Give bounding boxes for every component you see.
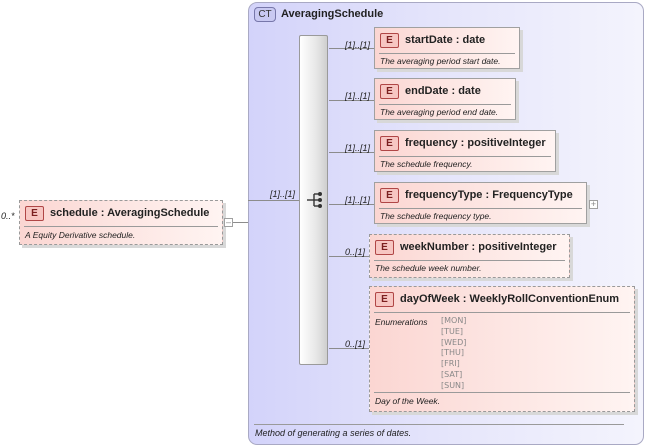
element-separator [374, 260, 565, 261]
complex-type-doc-separator [254, 424, 624, 425]
connector-line [329, 152, 374, 153]
element-type: positiveInteger [467, 137, 546, 149]
element-type-separator: : [451, 85, 456, 97]
element-doc: Day of the Week. [375, 396, 441, 406]
element-separator [379, 156, 551, 157]
element-separator [24, 226, 218, 227]
element-doc: A Equity Derivative schedule. [25, 230, 136, 240]
element-type: AveragingSchedule [107, 207, 210, 219]
element-separator [374, 392, 630, 393]
element-label: schedule : AveragingSchedule [50, 206, 209, 220]
element-name: weekNumber [400, 241, 469, 253]
element-doc: The schedule week number. [375, 263, 482, 273]
connector-line [329, 204, 374, 205]
element-badge: E [380, 136, 399, 151]
child-cardinality: [1]..[1] [345, 143, 371, 153]
element-type-separator: : [485, 189, 490, 201]
element-frequency[interactable]: E frequency : positiveInteger The schedu… [374, 130, 556, 172]
element-badge: E [375, 240, 394, 255]
schedule-cardinality: 0..* [1, 211, 15, 221]
minus-box-icon[interactable]: – [224, 217, 233, 227]
enumeration-value: [SUN] [441, 380, 465, 390]
element-badge: E [25, 206, 44, 221]
enumeration-value: [WED] [441, 337, 467, 347]
enumeration-value: [MON] [441, 316, 467, 325]
enumeration-value: [TUE] [441, 326, 464, 336]
element-badge: E [380, 84, 399, 99]
element-name: frequency [405, 137, 458, 149]
enumerations-label: Enumerations [375, 317, 428, 327]
child-cardinality: [1]..[1] [345, 195, 371, 205]
element-name: startDate [405, 34, 453, 46]
element-type: date [458, 85, 481, 97]
element-doc: The averaging period end date. [380, 107, 499, 117]
element-enddate[interactable]: E endDate : date The averaging period en… [374, 78, 516, 120]
enumerations-list: [MON] [TUE] [WED] [THU] [FRI] [SAT] [SUN… [441, 316, 466, 392]
sequence-cardinality: [1]..[1] [270, 189, 296, 199]
element-doc: The schedule frequency. [380, 159, 473, 169]
element-badge: E [380, 33, 399, 48]
element-type-separator: : [471, 241, 476, 253]
enumeration-value: [SAT] [441, 369, 463, 379]
element-separator [379, 53, 515, 54]
connector-line [329, 256, 369, 257]
element-separator [379, 208, 582, 209]
element-type-separator: : [455, 34, 460, 46]
enumeration-value: [THU] [441, 348, 464, 358]
connector-line [233, 222, 248, 223]
connector-line [329, 48, 374, 49]
element-label: weekNumber : positiveInteger [400, 240, 557, 254]
element-type-separator: : [460, 137, 465, 149]
connector-line [329, 100, 374, 101]
element-label: startDate : date [405, 33, 485, 47]
element-label: endDate : date [405, 84, 481, 98]
element-frequencytype[interactable]: E frequencyType : FrequencyType The sche… [374, 182, 587, 224]
element-name: schedule [50, 207, 98, 219]
element-name: frequencyType [405, 189, 483, 201]
element-name: dayOfWeek [400, 293, 460, 305]
element-label: dayOfWeek : WeeklyRollConventionEnum [400, 292, 619, 306]
element-type: date [462, 34, 486, 46]
element-schedule[interactable]: E schedule : AveragingSchedule A Equity … [19, 200, 223, 245]
element-weeknumber[interactable]: E weekNumber : positiveInteger The sched… [369, 234, 570, 278]
child-cardinality: [1]..[1] [345, 91, 371, 101]
element-label: frequencyType : FrequencyType [405, 188, 573, 202]
element-type: WeeklyRollConventionEnum [469, 293, 620, 305]
child-cardinality: 0..[1] [345, 339, 366, 349]
element-label: frequency : positiveInteger [405, 136, 546, 150]
element-dayofweek[interactable]: E dayOfWeek : WeeklyRollConventionEnum E… [369, 286, 635, 412]
element-doc: The averaging period start date. [380, 56, 501, 66]
plus-box-icon[interactable]: + [589, 199, 598, 209]
complex-type-title: AveragingSchedule [281, 8, 384, 20]
element-startdate[interactable]: E startDate : date The averaging period … [374, 27, 520, 69]
element-name: endDate [405, 85, 449, 97]
connector-line [248, 200, 299, 201]
element-separator [374, 312, 630, 313]
child-cardinality: [1]..[1] [345, 40, 371, 50]
element-badge: E [380, 188, 399, 203]
complex-type-badge: CT [254, 7, 276, 22]
element-type: FrequencyType [492, 189, 573, 201]
element-type-separator: : [100, 207, 105, 219]
element-type-separator: : [462, 293, 467, 305]
complex-type-doc: Method of generating a series of dates. [255, 428, 412, 438]
element-type: positiveInteger [478, 241, 557, 253]
child-cardinality: 0..[1] [345, 247, 366, 257]
element-badge: E [375, 292, 394, 307]
enumeration-value: [FRI] [441, 359, 460, 369]
element-doc: The schedule frequency type. [380, 211, 492, 221]
element-separator [379, 104, 511, 105]
sequence-compositor-icon [307, 192, 322, 208]
connector-line [329, 348, 369, 349]
